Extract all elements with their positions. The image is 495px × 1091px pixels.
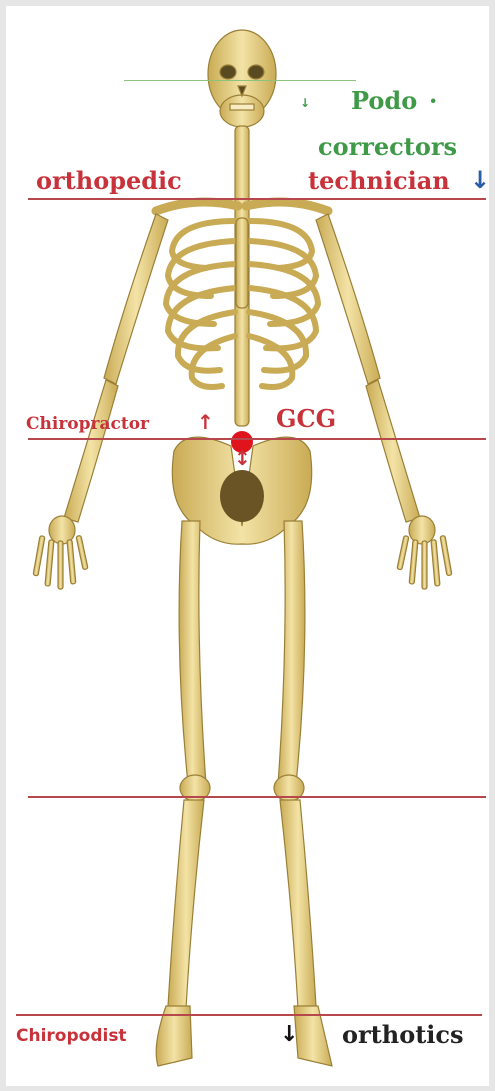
pelvis-reference-line [28, 438, 486, 440]
hand-left [33, 516, 88, 589]
diagram-canvas: ↓ Podo · correctors orthopedic technicia… [6, 6, 489, 1086]
label-chiropodist: Chiropodist [16, 1026, 127, 1046]
jaw [220, 95, 264, 127]
sternum [236, 218, 248, 308]
chiropractor-arrow-icon: ↑ [197, 410, 214, 434]
tibia-right [280, 800, 316, 1008]
label-podo: Podo [351, 86, 417, 115]
label-chiropractor: Chiropractor [26, 414, 149, 434]
head-reference-line [124, 80, 356, 81]
clavicle-right [246, 202, 328, 211]
technician-arrow-icon: ↓ [470, 166, 490, 194]
label-gcg: GCG [276, 404, 336, 433]
gcg-arrow-icon: ↕ [234, 446, 251, 470]
humerus-left [104, 214, 168, 384]
orthotics-arrow-icon: ↓ [280, 1022, 298, 1047]
label-correctors: correctors [318, 132, 457, 161]
foot-reference-line [16, 1014, 482, 1016]
femur-left [179, 521, 206, 784]
humerus-right [316, 214, 380, 384]
forearm-left [64, 380, 118, 522]
label-orthotics: orthotics [342, 1020, 464, 1049]
label-podo-dot: · [429, 86, 437, 115]
label-orthopedic: orthopedic [36, 166, 182, 195]
label-technician: technician [308, 166, 450, 195]
tibia-left [168, 800, 204, 1008]
shoulder-reference-line [28, 198, 486, 200]
forearm-right [366, 380, 420, 522]
knee-reference-line [28, 796, 486, 798]
podo-arrow-icon: ↓ [300, 96, 310, 110]
clavicle-left [156, 202, 238, 211]
femur-right [278, 521, 305, 784]
hand-right [397, 516, 452, 589]
